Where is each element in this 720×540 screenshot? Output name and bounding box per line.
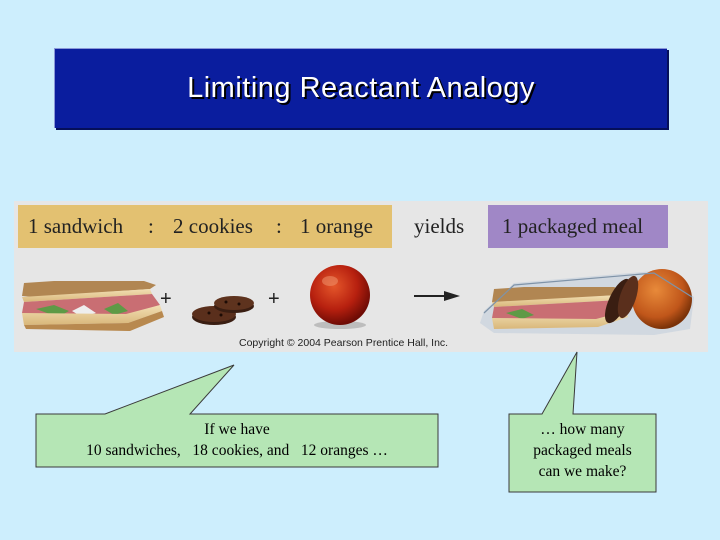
right-callout-text: … how many packaged meals can we make? xyxy=(509,419,656,482)
left-callout-line-1: If we have xyxy=(36,419,438,440)
left-callout-line-2: 10 sandwiches, 18 cookies, and 12 orange… xyxy=(36,440,438,461)
right-callout-line-1: … how many xyxy=(509,419,656,440)
right-callout-line-2: packaged meals xyxy=(509,440,656,461)
left-callout-text: If we have 10 sandwiches, 18 cookies, an… xyxy=(36,419,438,461)
right-callout-line-3: can we make? xyxy=(509,461,656,482)
